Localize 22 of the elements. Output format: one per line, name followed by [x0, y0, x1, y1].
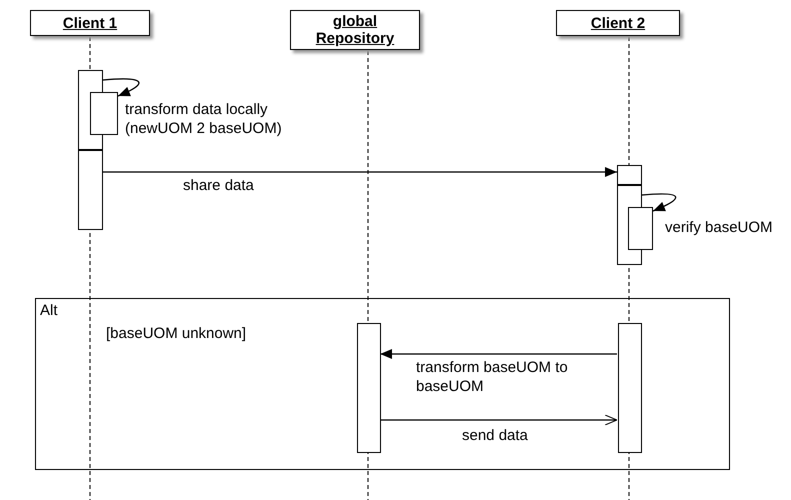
activation-bar — [617, 165, 642, 185]
participant-box: global Repository — [290, 10, 420, 50]
guard-condition: [baseUOM unknown] — [106, 324, 246, 343]
fragment-operator: Alt — [40, 301, 58, 320]
activation-bar — [78, 150, 103, 230]
message-arrow — [103, 167, 617, 177]
message-label: verify baseUOM — [665, 218, 773, 237]
activation-bar — [628, 207, 653, 250]
participant-box: Client 1 — [30, 10, 150, 36]
message-arrow — [380, 414, 618, 426]
activation-bar — [357, 323, 381, 453]
alt-fragment-frame — [35, 298, 730, 470]
activation-bar — [90, 92, 118, 135]
message-label: share data — [183, 176, 254, 195]
activation-bar — [618, 323, 642, 453]
participant-box: Client 2 — [556, 10, 680, 36]
message-arrow — [380, 349, 617, 359]
message-label: transform data locally (newUOM 2 baseUOM) — [125, 100, 283, 138]
self-message-arrow — [642, 193, 676, 212]
message-label: send data — [462, 426, 528, 445]
message-label: transform baseUOM to baseUOM — [416, 358, 569, 396]
self-message-arrow — [102, 78, 140, 97]
